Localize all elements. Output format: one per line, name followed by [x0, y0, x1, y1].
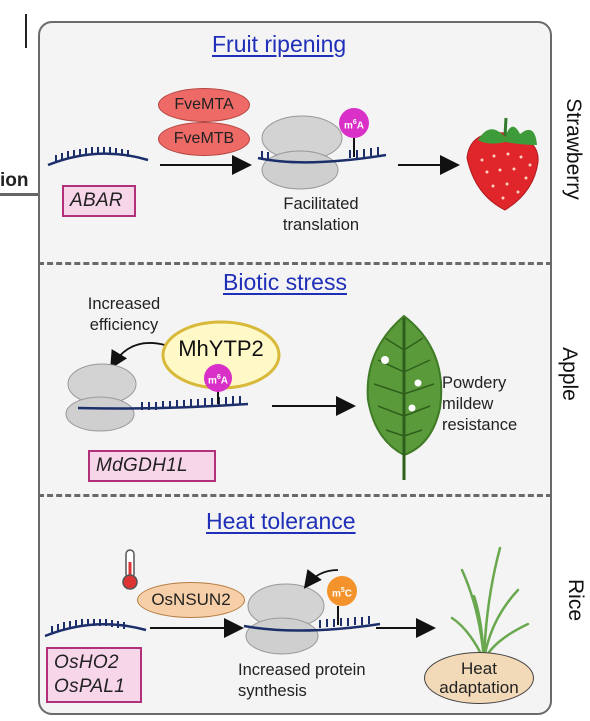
- mhytp2-label: MhYTP2: [178, 336, 264, 361]
- ribosome-2: [65, 363, 137, 432]
- enzyme-fvemta: FveMTA: [158, 88, 250, 122]
- m5c-mark: m5C: [327, 576, 357, 606]
- outcome-line-3: resistance: [442, 416, 518, 434]
- mrna-translated-1: [257, 147, 387, 164]
- m6a-mark-2: m6A: [204, 364, 232, 392]
- gene-oshos2: OsHO2: [54, 652, 119, 673]
- note-line-1: Increased: [87, 295, 161, 313]
- caption3-line-2: synthesis: [238, 682, 307, 700]
- m5c-arrow: [303, 569, 339, 589]
- mrna-strand-1: [47, 147, 149, 167]
- caption-increased-protein: Increased protein synthesis: [238, 660, 366, 702]
- caption-line-2: translation: [282, 216, 360, 234]
- mrna-translated-3: [243, 616, 381, 632]
- outcome-powdery-mildew: Powdery mildew resistance: [442, 373, 517, 436]
- panel-divider-1: [38, 262, 552, 265]
- gene-box-oshos: OsHO2 OsPAL1: [46, 647, 142, 703]
- enzyme-fvemtb: FveMTB: [158, 122, 250, 156]
- left-edge-line: [0, 193, 38, 196]
- rice-plant-icon: [450, 546, 530, 662]
- gene-ospal1: OsPAL1: [54, 676, 126, 697]
- panel-title-heat-tolerance: Heat tolerance: [206, 508, 356, 534]
- ribosome-1: [261, 115, 343, 190]
- panel-divider-2: [38, 494, 552, 497]
- m6a-mark-1: m6A: [339, 108, 369, 138]
- thermometer-icon: [122, 549, 138, 590]
- caption-facilitated: Facilitated translation: [266, 194, 376, 236]
- side-label-rice: Rice: [564, 578, 588, 622]
- heat-line-2: adaptation: [439, 678, 519, 697]
- note-increased-efficiency: Increased efficiency: [76, 294, 172, 336]
- panel-title-biotic-stress: Biotic stress: [223, 269, 347, 295]
- strawberry-icon: [466, 117, 539, 211]
- leaf-icon: [366, 314, 443, 480]
- note-line-2: efficiency: [89, 316, 159, 334]
- outcome-line-1: Powdery: [442, 374, 507, 392]
- mrna-strand-3: [44, 619, 147, 638]
- heat-line-1: Heat: [461, 659, 497, 678]
- side-label-strawberry: Strawberry: [561, 98, 585, 200]
- outcome-line-2: mildew: [442, 395, 494, 413]
- panel-title-fruit-ripening: Fruit ripening: [212, 31, 347, 57]
- left-border-tick: [25, 14, 27, 48]
- outcome-heat-adaptation: Heat adaptation: [424, 652, 534, 704]
- ribosome-3: [245, 583, 325, 655]
- efficiency-arrow: [110, 342, 166, 370]
- left-edge-label: ion: [0, 170, 29, 191]
- caption3-line-1: Increased protein: [238, 661, 366, 679]
- gene-box-mdgdh1l: MdGDH1L: [88, 450, 216, 482]
- enzyme-osnsun2: OsNSUN2: [137, 582, 245, 618]
- gene-box-abar: ABAR: [62, 185, 136, 217]
- side-label-apple: Apple: [557, 347, 581, 401]
- caption-line-1: Facilitated: [283, 195, 359, 213]
